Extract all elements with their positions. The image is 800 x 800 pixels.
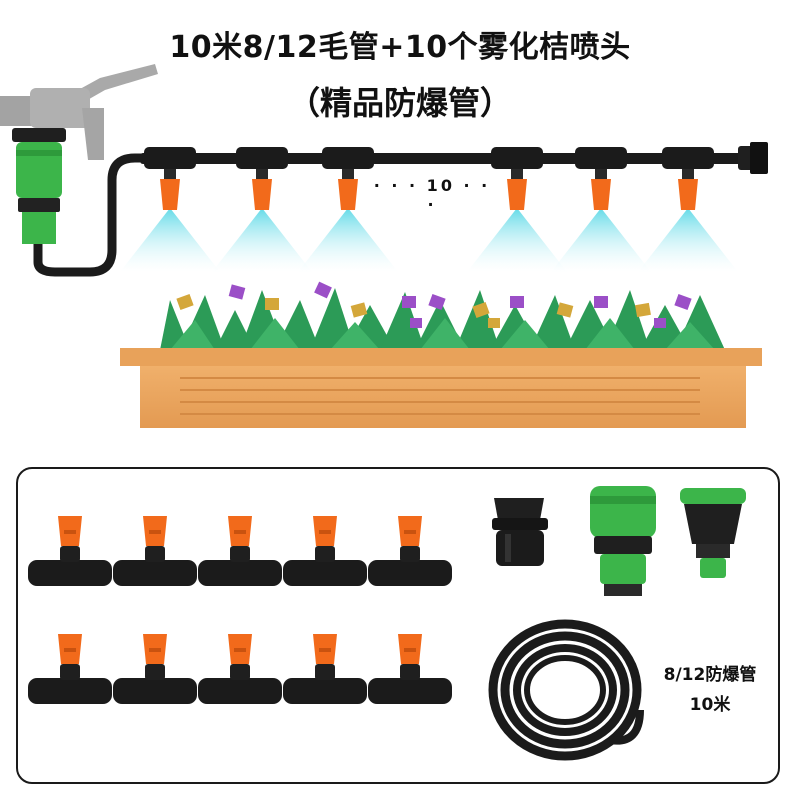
end-plug-icon <box>492 498 548 566</box>
mist-nozzle-icon <box>283 634 367 704</box>
mist-nozzle-icon <box>467 147 567 272</box>
mist-nozzle-icon <box>368 516 452 586</box>
installation-scene <box>0 64 768 428</box>
kit-nozzle-group <box>28 516 452 704</box>
scene-nozzle-group <box>120 147 738 272</box>
mist-nozzle-icon <box>28 516 112 586</box>
faucet-adapter-icon <box>680 488 746 578</box>
mist-nozzle-icon <box>638 147 738 272</box>
quick-connector-icon <box>12 128 66 244</box>
mist-nozzle-icon <box>120 147 220 272</box>
hose-spec-label: 8/12防爆管 <box>663 665 757 685</box>
mist-nozzle-icon <box>113 516 197 586</box>
mist-nozzle-icon <box>198 516 282 586</box>
feed-tube <box>33 153 150 277</box>
planter-box <box>120 348 762 428</box>
mist-nozzle-icon <box>212 147 312 272</box>
product-subtitle: （精品防爆管） <box>287 84 512 122</box>
mist-nozzle-icon <box>298 147 398 272</box>
mist-nozzle-icon <box>283 516 367 586</box>
product-title: 10米8/12毛管+10个雾化桔喷头 <box>169 30 631 65</box>
faucet-icon <box>0 64 158 160</box>
hose-length-label: 10米 <box>689 695 731 715</box>
mist-nozzle-icon <box>113 634 197 704</box>
flower-bed <box>160 281 725 350</box>
mist-nozzle-icon <box>198 634 282 704</box>
end-plug-icon <box>738 142 768 174</box>
mist-nozzle-icon <box>368 634 452 704</box>
quick-connector-icon <box>590 486 656 596</box>
mist-nozzle-icon <box>551 147 651 272</box>
coiled-hose-icon <box>488 619 644 761</box>
nozzle-count-indicator: · · · 10 · · · <box>373 176 491 214</box>
mist-nozzle-icon <box>28 634 112 704</box>
kit-contents-panel <box>16 467 780 784</box>
